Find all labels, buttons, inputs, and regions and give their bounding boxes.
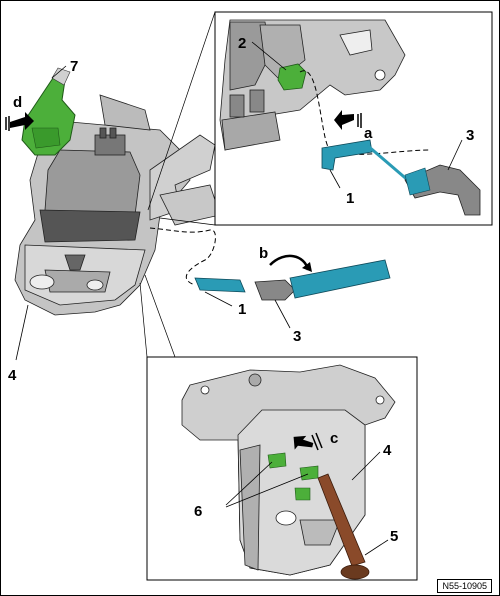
leader-7: [51, 65, 67, 79]
inset-connector-top-2: [159, 217, 216, 226]
arrow-c: [293, 432, 323, 451]
inset-connector-bottom-1: [139, 282, 148, 358]
main-cable-path: [149, 227, 216, 286]
leader-1-main: [204, 291, 233, 307]
label-a: a: [364, 125, 373, 142]
part-6-green-a: [267, 452, 287, 469]
leader-2: [251, 41, 287, 71]
leader-6b: [225, 473, 309, 508]
label-7: 7: [70, 58, 78, 75]
part-6-green-c: [294, 487, 311, 501]
inset-part-3-sheath: [404, 164, 481, 216]
label-3-main: 3: [293, 328, 301, 345]
leader-5: [364, 539, 389, 556]
main-part-1-teal: [194, 277, 246, 293]
label-5: 5: [390, 528, 398, 545]
leader-3-inset: [447, 139, 463, 171]
part-5-rod: [317, 473, 370, 580]
leader-3-main: [274, 299, 291, 329]
arrow-a: [334, 110, 362, 130]
label-6: 6: [194, 503, 202, 520]
leader-4-left: [15, 304, 29, 361]
main-part-3-sheath: [254, 259, 391, 301]
leader-1-inset: [329, 169, 341, 189]
label-2: 2: [238, 35, 246, 52]
reference-id: N55-10905: [437, 579, 492, 593]
inset-connector-bottom-2: [144, 274, 176, 358]
label-b: b: [259, 245, 268, 262]
lock-assembly: [14, 94, 221, 316]
label-1-main: 1: [238, 301, 246, 318]
arrow-b: [269, 254, 312, 272]
inset-connector-top-1: [147, 11, 216, 211]
label-c: c: [330, 430, 338, 447]
leader-6a: [225, 461, 273, 506]
label-3-inset: 3: [466, 127, 474, 144]
leader-4-inset: [351, 451, 381, 481]
part-6-green-b: [299, 465, 319, 481]
arrow-d: [5, 112, 34, 131]
part-2-green: [277, 63, 307, 91]
part-7-green: [21, 67, 76, 156]
label-4-left: 4: [8, 367, 17, 384]
inset-part-1-teal: [321, 139, 411, 184]
label-d: d: [13, 94, 22, 111]
label-1-inset: 1: [346, 190, 354, 207]
label-4-inset: 4: [383, 442, 392, 459]
